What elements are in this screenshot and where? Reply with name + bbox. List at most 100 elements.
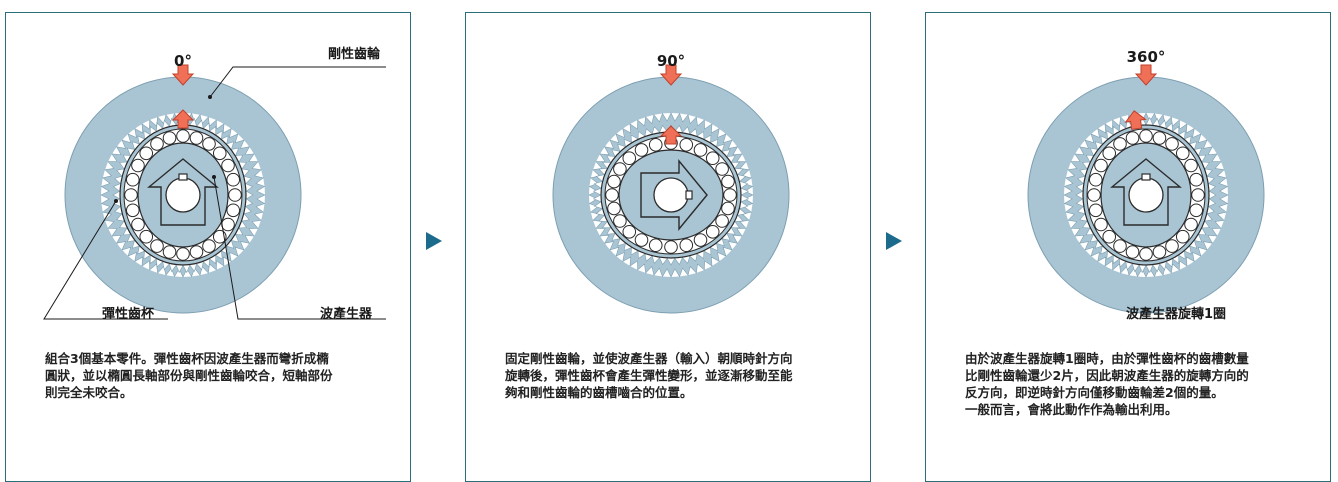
- description-text: 固定剛性齒輪，並使波產生器（輸入）朝順時針方向 旋轉後，彈性齒杯會產生彈性變形，…: [505, 351, 793, 400]
- bearing-ball: [1152, 245, 1167, 259]
- bearing-ball: [705, 151, 720, 166]
- arrow-up-icon: [659, 125, 683, 145]
- play-arrow-icon: [886, 232, 902, 250]
- bearing-ball: [150, 137, 164, 151]
- bearing-ball: [221, 158, 235, 173]
- bearing-ball: [1102, 229, 1117, 244]
- bearing-ball: [648, 238, 663, 253]
- bearing-ball: [715, 162, 729, 176]
- bearing-ball: [1189, 172, 1204, 187]
- gear-diagram-360: [1027, 64, 1265, 314]
- arrow-down-icon: [659, 64, 683, 86]
- bearing-ball: [226, 172, 241, 187]
- bearing-ball: [679, 238, 694, 253]
- bearing-ball: [1113, 239, 1127, 253]
- leader-dot-wave: [212, 175, 216, 179]
- shaft-hole: [653, 177, 689, 213]
- gear-diagram-90: [552, 64, 790, 314]
- bearing-ball: [162, 131, 177, 145]
- bearing-ball: [189, 131, 204, 145]
- description-text: 組合3個基本零件。彈性齒杯因波產生器而彎折成橢 圓狀，並以橢圓長軸部份與剛性齒輪…: [45, 351, 333, 400]
- bearing-ball: [221, 217, 235, 232]
- panel-step-90: 90° 固定剛性齒輪，並使波產生器（輸入）朝順時針方向 旋轉後，彈性齒杯會產生彈…: [465, 12, 871, 482]
- bearing-ball: [1165, 239, 1179, 253]
- bearing-ball: [124, 188, 138, 202]
- bearing-ball: [622, 151, 637, 166]
- angle-label: 360°: [1126, 48, 1166, 66]
- bearing-ball: [202, 137, 216, 151]
- shaft-hole: [1128, 177, 1164, 213]
- bearing-ball: [125, 203, 140, 218]
- bearing-ball: [1139, 129, 1153, 143]
- leader-lines: [43, 66, 386, 320]
- flex-marker-group: [1124, 110, 1147, 130]
- arrow-down-icon: [1134, 64, 1158, 86]
- bearing-ball: [693, 143, 708, 157]
- keyway: [1141, 173, 1151, 181]
- bearing-ball: [1191, 188, 1205, 202]
- angle-label: 90°: [656, 52, 686, 70]
- keyway-group: [1141, 173, 1151, 181]
- leader-flex-spline: [43, 200, 168, 320]
- bearing-ball: [1094, 158, 1108, 173]
- description-text: 由於波產生器旋轉1圈時，由於彈性齒杯的齒槽數量 比剛性齒輪還少2片，因此朝波產生…: [965, 351, 1249, 417]
- gear-assembly: [1027, 64, 1265, 314]
- bearing-ball: [176, 247, 190, 261]
- bearing-ball: [139, 146, 154, 161]
- bearing-ball: [1175, 229, 1190, 244]
- bearing-ball: [1139, 247, 1153, 261]
- bearing-ball: [622, 224, 637, 239]
- bearing-ball: [162, 245, 177, 259]
- keyway: [178, 173, 188, 181]
- panel-step-0: 0° 剛性齒輪 彈性齒杯 波產生器 組合3個基本零件。彈性齒杯因波產生器而彎折成…: [5, 12, 411, 482]
- flex-marker-group: [659, 125, 683, 145]
- rotation-label: 波產生器旋轉1圈: [1126, 307, 1227, 322]
- bearing-ball: [607, 201, 621, 216]
- arrow-down-icon: [171, 64, 195, 86]
- bearing-ball: [605, 188, 619, 202]
- keyway: [685, 190, 693, 200]
- bearing-ball: [721, 201, 735, 216]
- bearing-ball: [723, 188, 737, 202]
- bearing-ball: [1175, 146, 1190, 161]
- bearing-ball: [1113, 137, 1127, 151]
- bearing-ball: [131, 158, 145, 173]
- bearing-ball: [1102, 146, 1117, 161]
- bearing-ball: [1189, 203, 1204, 218]
- bearing-ball: [721, 174, 735, 189]
- bearing-ball: [634, 143, 649, 157]
- leader-rigid-gear: [209, 66, 386, 98]
- panel-step-360: 360° 波產生器旋轉1圈 由於波產生器旋轉1圈時，由於彈性齒杯的齒槽數量 比剛…: [925, 12, 1331, 482]
- leader-wave-generator: [213, 176, 386, 320]
- bearing-ball: [607, 174, 621, 189]
- angle-label: 0°: [174, 52, 192, 70]
- bearing-ball: [634, 233, 649, 247]
- gear-diagram-0: [43, 64, 386, 320]
- shaft-hole: [165, 177, 201, 213]
- leader-dot-rigid: [208, 95, 212, 99]
- bearing-ball: [202, 239, 216, 253]
- bearing-ball: [1125, 131, 1140, 145]
- bearing-ball: [679, 137, 694, 152]
- play-arrow-icon: [426, 232, 442, 250]
- bearing-ball: [1094, 217, 1108, 232]
- bearing-ball: [131, 217, 145, 232]
- keyway-group: [685, 190, 693, 200]
- bearing-ball: [648, 137, 663, 152]
- gear-assembly: [64, 64, 302, 314]
- bearing-ball: [693, 233, 708, 247]
- bearing-ball: [1087, 188, 1101, 202]
- bearing-ball: [212, 146, 227, 161]
- bearing-ball: [613, 214, 627, 228]
- bearing-ball: [1165, 137, 1179, 151]
- keyway-group: [178, 173, 188, 181]
- bearing-ball: [1088, 203, 1103, 218]
- gear-assembly: [552, 64, 790, 314]
- bearing-ball: [715, 214, 729, 228]
- bearing-ball: [664, 240, 678, 254]
- bearing-ball: [189, 245, 204, 259]
- bearing-ball: [1152, 131, 1167, 145]
- bearing-ball: [613, 162, 627, 176]
- bearing-ball: [139, 229, 154, 244]
- bearing-ball: [1125, 245, 1140, 259]
